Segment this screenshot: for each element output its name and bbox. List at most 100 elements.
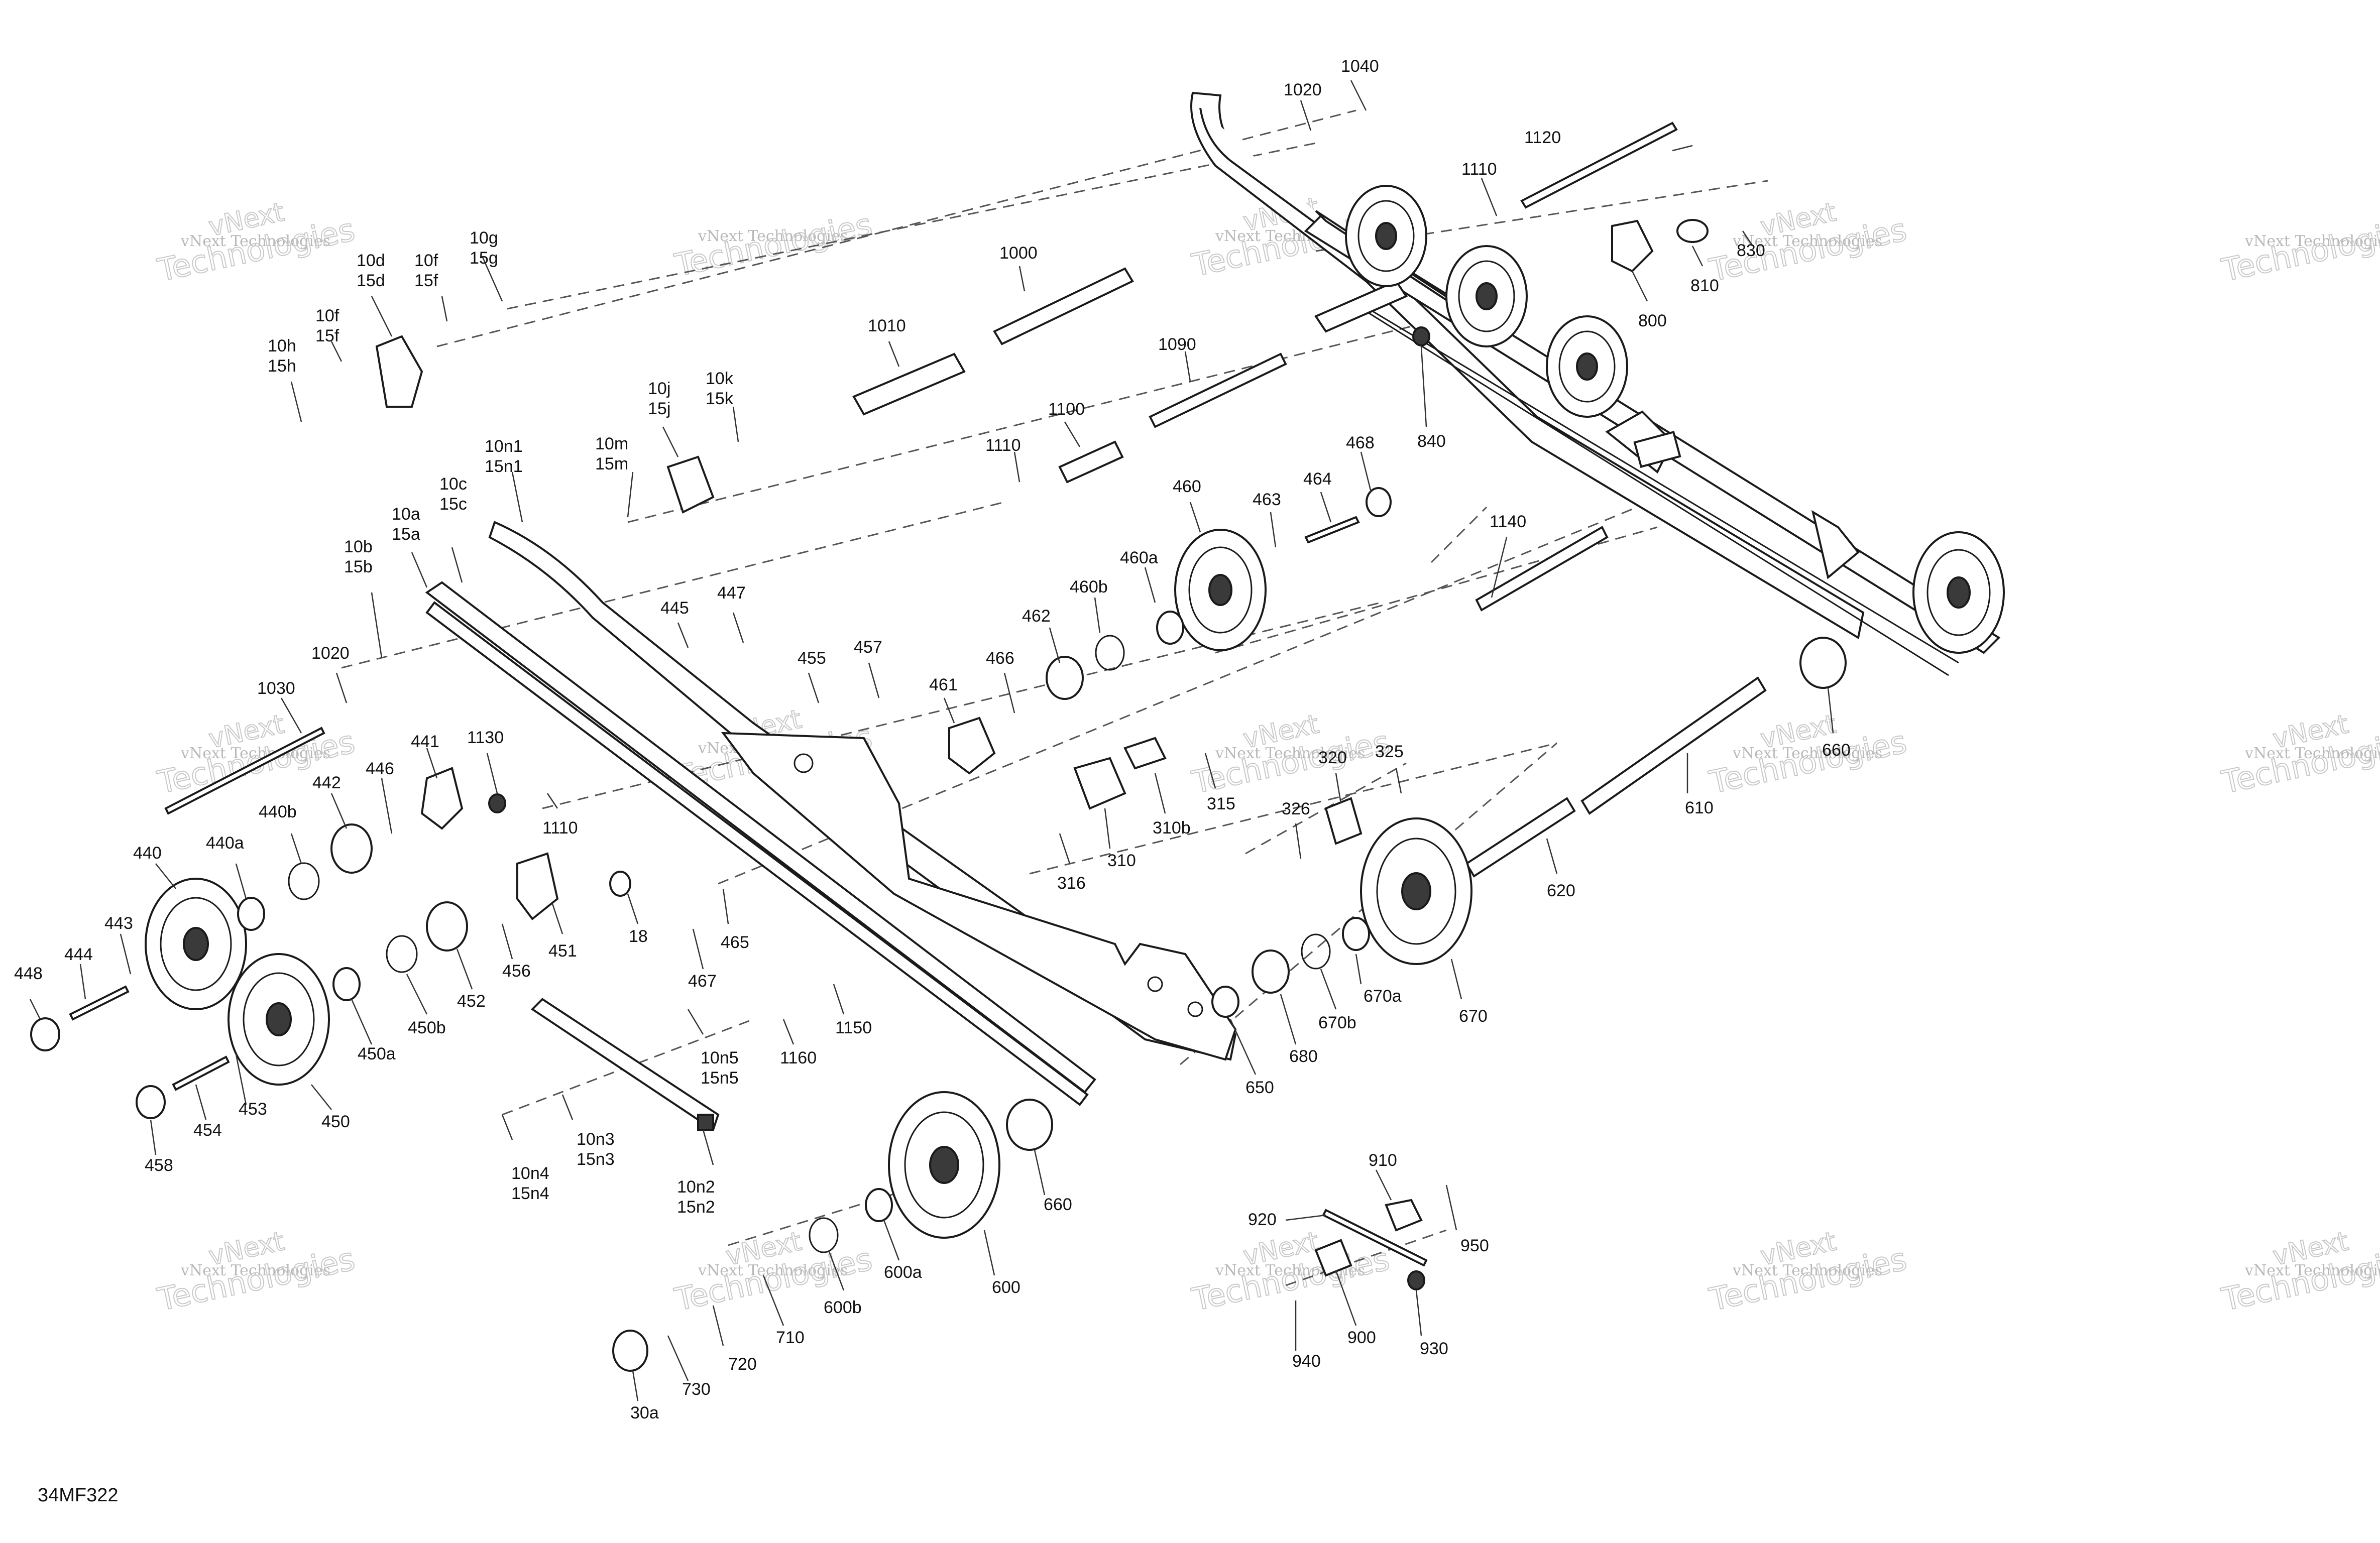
callout-940: 940 (1292, 1352, 1321, 1371)
callout-442: 442 (312, 773, 341, 792)
ring-460b (1095, 635, 1125, 671)
callout-450a: 450a (358, 1044, 396, 1063)
bolt-1030 (164, 727, 325, 815)
block-800 (1611, 219, 1654, 273)
callout-1160: 1160 (780, 1048, 817, 1067)
nut-840 (1412, 326, 1430, 346)
callout-467: 467 (688, 972, 717, 991)
svg-text:vNext Technologies: vNext Technologies (698, 227, 848, 245)
callout-316: 316 (1057, 874, 1086, 893)
bumper-660-bottom (1006, 1099, 1053, 1151)
figure-code: 34MF322 (38, 1485, 119, 1506)
washer-680 (1252, 949, 1290, 994)
callout-445: 445 (660, 599, 689, 618)
svg-text:vNext Technologies: vNext Technologies (2244, 232, 2380, 250)
callout-30a: 30a (630, 1403, 659, 1422)
callout-460: 460 (1173, 477, 1201, 496)
block-310b (1123, 737, 1167, 770)
callout-462: 462 (1022, 607, 1051, 626)
callout-930: 930 (1420, 1339, 1448, 1358)
callout-461: 461 (929, 675, 958, 694)
wheel-460 (1174, 529, 1267, 651)
callout-455: 455 (798, 649, 826, 668)
cap-30a (612, 1330, 648, 1372)
callout-450: 450 (321, 1112, 350, 1131)
bracket-910 (1385, 1199, 1423, 1232)
bearing-460a (1156, 611, 1184, 645)
bolt-464 (1304, 516, 1360, 544)
callout-468: 468 (1346, 433, 1375, 452)
callout-1040: 1040 (1341, 57, 1379, 76)
washer-650 (1211, 986, 1239, 1018)
callout-950: 950 (1460, 1236, 1489, 1255)
callout-444: 444 (64, 945, 93, 964)
callout-457: 457 (854, 638, 882, 657)
callout-1100: 1100 (1048, 400, 1085, 419)
watermark: vNext Technologies Technologies vNext (2218, 708, 2380, 801)
callout-910: 910 (1369, 1151, 1397, 1170)
callout-1030: 1030 (257, 679, 295, 698)
washer-462 (1046, 656, 1084, 700)
callout-440: 440 (133, 844, 162, 863)
watermark: vNext Technologies Technologies (671, 205, 876, 284)
callout-600a: 600a (884, 1263, 922, 1282)
nut-1130 (488, 793, 506, 813)
svg-text:vNext Technologies: vNext Technologies (1732, 232, 1882, 250)
idler-wheel (1546, 315, 1628, 418)
callout-440a: 440a (206, 834, 244, 853)
block-441 (420, 767, 464, 830)
callout-447: 447 (717, 583, 746, 603)
svg-text:vNext Technologies: vNext Technologies (2244, 745, 2380, 762)
slide-insert-bracket (530, 998, 720, 1132)
svg-text:vNext Technologies: vNext Technologies (180, 1262, 330, 1279)
callout-800: 800 (1638, 311, 1667, 330)
shaft-1140 (1475, 526, 1609, 612)
nut-468 (1366, 487, 1392, 517)
block-320 (1324, 797, 1363, 845)
callout-610: 610 (1685, 798, 1714, 817)
callout-660: 660 (1822, 741, 1851, 760)
callout-1150: 1150 (835, 1018, 872, 1037)
svg-text:vNext Technologies: vNext Technologies (2244, 1262, 2380, 1279)
callout-1090: 1090 (1158, 335, 1196, 354)
callout-443: 443 (104, 914, 133, 933)
callout-600: 600 (992, 1278, 1021, 1297)
callout-670: 670 (1459, 1007, 1488, 1026)
idler-wheel (1445, 245, 1528, 347)
bearing-450a (332, 967, 361, 1001)
left-rail-plate (721, 732, 1237, 1061)
callout-670b: 670b (1318, 1013, 1356, 1032)
callout-830: 830 (1737, 241, 1765, 260)
bumper-660-right (1799, 637, 1847, 689)
watermark: vNext Technologies Technologies vNext (154, 196, 359, 289)
svg-text:vNext Technologies: vNext Technologies (698, 1262, 848, 1279)
callout-315: 315 (1207, 794, 1235, 813)
callout-453: 453 (239, 1100, 267, 1119)
bearing-670a (1342, 917, 1370, 951)
cap-448 (30, 1017, 60, 1051)
shaft-1000 (993, 267, 1134, 345)
callout-440b: 440b (259, 802, 297, 821)
callout-620: 620 (1547, 881, 1575, 900)
shaft-610 (1580, 676, 1767, 815)
callout-465: 465 (721, 933, 749, 952)
callout-1110: 1110 (1461, 160, 1497, 179)
callout-710: 710 (776, 1328, 805, 1347)
block-10j (666, 455, 715, 514)
bearing-440a (237, 897, 265, 931)
cap-458 (136, 1085, 166, 1119)
callout-464: 464 (1303, 469, 1332, 489)
callout-460b: 460b (1070, 577, 1108, 597)
shaft-1120 (1520, 122, 1678, 209)
callout-660: 660 (1044, 1195, 1072, 1214)
